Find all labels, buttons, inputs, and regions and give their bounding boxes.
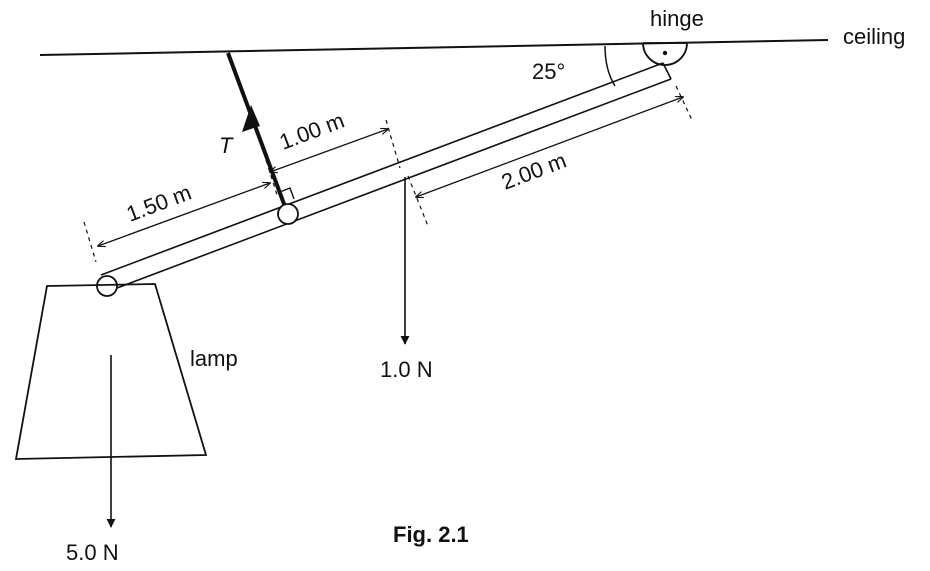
angle-label: 25° [532,59,565,84]
dimension-2-00 [416,97,683,197]
tension-arrow [242,105,260,132]
lamp-label: lamp [190,346,238,371]
ceiling-line [39,39,829,56]
hinge-symbol [642,42,688,66]
lamp-weight-label: 5.0 N [66,540,119,565]
string-pin [277,203,299,225]
dimension-1-50 [98,183,270,246]
lamp-pin [96,275,118,297]
right-angle-mark [279,187,295,200]
tension-label: T [219,133,234,158]
ceiling-label: ceiling [843,24,905,49]
length-1-50-label: 1.50 m [123,180,195,227]
figure-caption: Fig. 2.1 [393,522,469,547]
hinge-label: hinge [650,6,704,31]
angle-arc [604,45,616,87]
string [226,52,289,213]
dimension-1-00 [270,129,388,172]
lamp-shape [14,283,208,460]
rod-weight-label: 1.0 N [380,357,433,382]
length-2-00-label: 2.00 m [498,148,570,195]
extension-lines [83,85,693,263]
rod [100,62,672,292]
